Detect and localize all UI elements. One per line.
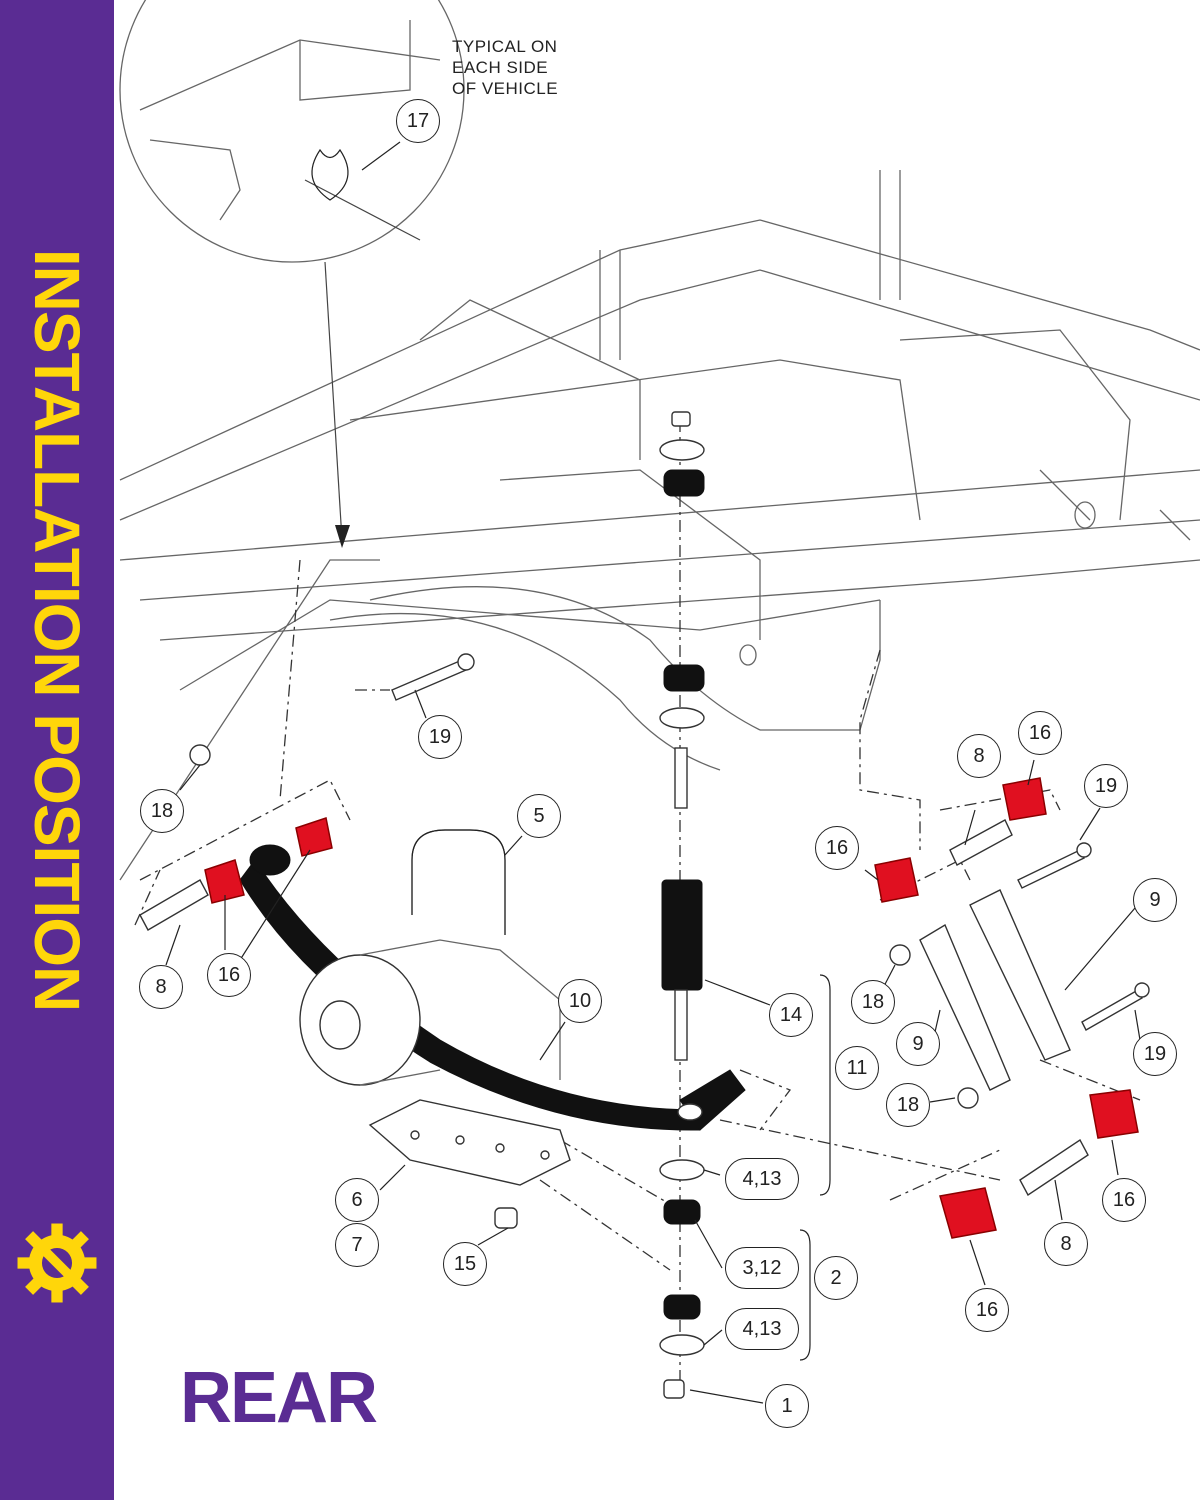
callout-1: 1 (765, 1384, 809, 1428)
callout-17: 17 (396, 99, 440, 143)
callout-7: 7 (335, 1223, 379, 1267)
callout-16: 16 (1102, 1178, 1146, 1222)
note-line: EACH SIDE (452, 58, 549, 77)
bolts (391, 653, 1150, 1031)
callout-14: 14 (769, 993, 813, 1037)
axle-hub (299, 939, 561, 1086)
note-line: OF VEHICLE (452, 79, 559, 98)
callout-18: 18 (886, 1083, 930, 1127)
callout-15: 15 (443, 1242, 487, 1286)
spring-plate (368, 1099, 571, 1186)
callout-9: 9 (1133, 878, 1177, 922)
callout-18: 18 (140, 789, 184, 833)
vehicle-frame (119, 170, 1200, 881)
callout-2: 2 (814, 1256, 858, 1300)
shock-absorber (659, 411, 705, 1356)
gear-wrench-icon (17, 1223, 97, 1303)
callout-4-13: 4,13 (725, 1158, 799, 1200)
callout-3-12: 3,12 (725, 1247, 799, 1289)
spring-shackles (919, 889, 1071, 1091)
callout-5: 5 (517, 794, 561, 838)
callout-16: 16 (1018, 711, 1062, 755)
callout-10: 10 (558, 979, 602, 1023)
callout-16: 16 (207, 953, 251, 997)
installation-position-title: INSTALLATION POSITION (21, 248, 93, 1012)
rear-heading: REAR (180, 1358, 378, 1438)
callout-8: 8 (139, 965, 183, 1009)
detail-inset (119, 0, 465, 548)
callout-8: 8 (957, 734, 1001, 778)
callout-19: 19 (418, 715, 462, 759)
callout-6: 6 (335, 1178, 379, 1222)
callout-11: 11 (835, 1046, 879, 1090)
callout-9: 9 (896, 1022, 940, 1066)
callout-leaders (165, 141, 1141, 1404)
lock-nuts (189, 744, 979, 1399)
u-bolt (411, 829, 506, 935)
callout-16: 16 (965, 1288, 1009, 1332)
callout-4-13: 4,13 (725, 1308, 799, 1350)
callout-19: 19 (1084, 764, 1128, 808)
callout-19: 19 (1133, 1032, 1177, 1076)
rear-suspension-exploded-diagram (119, 0, 1200, 1404)
bushings (139, 777, 1139, 1239)
callout-16: 16 (815, 826, 859, 870)
callout-8: 8 (1044, 1222, 1088, 1266)
sidebar-banner: INSTALLATION POSITION (0, 0, 114, 1500)
note-line: TYPICAL ON (452, 37, 558, 56)
typical-note: TYPICAL ON EACH SIDE OF VEHICLE (452, 36, 558, 99)
callout-18: 18 (851, 980, 895, 1024)
